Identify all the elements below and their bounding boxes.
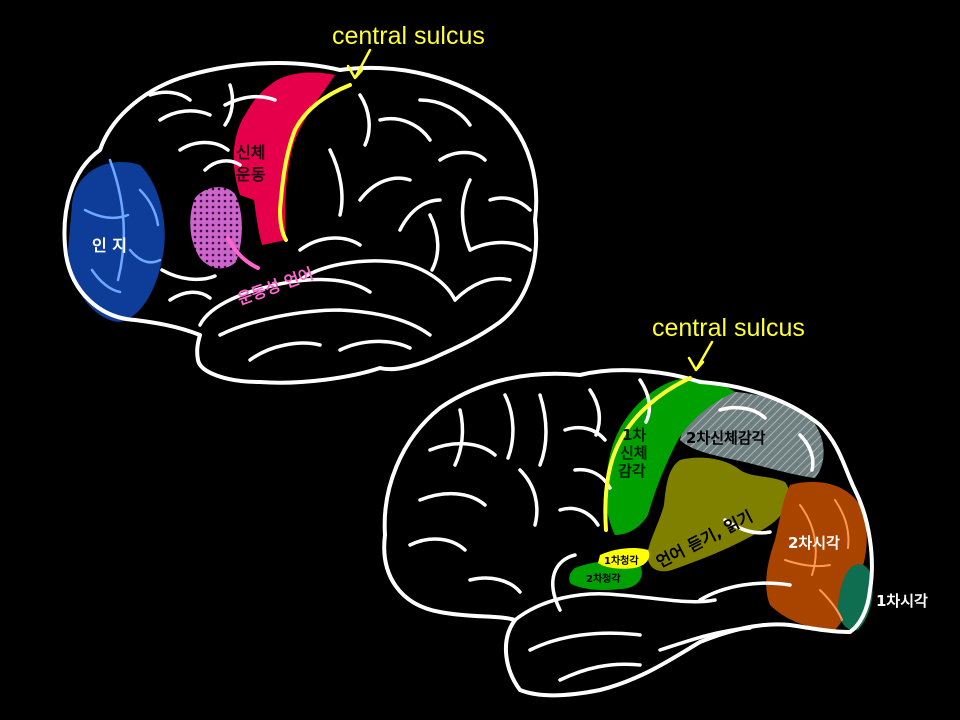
region-motor-speech — [190, 187, 242, 269]
region-cognition — [68, 161, 165, 322]
primary-auditory-label: 1차청각 — [604, 554, 639, 567]
top-brain: central sulcus 인 지 신체 운동 운동성 언어 — [62, 22, 539, 385]
primary-somatosensory-line3: 감각 — [618, 462, 646, 480]
visual-streaks — [784, 499, 850, 621]
primary-somatosensory-line1: 1차 — [622, 426, 646, 444]
top-central-sulcus-label: central sulcus — [332, 22, 485, 50]
bottom-brain-gyri — [408, 378, 815, 682]
cognition-label: 인 지 — [92, 236, 127, 255]
motor-speech-pointer — [226, 236, 260, 270]
bottom-central-sulcus-label: central sulcus — [652, 314, 805, 342]
bottom-brain: central sulcus 1차 신체 감각 2차신체감각 언어 듣기, 읽기… — [382, 314, 928, 698]
top-central-sulcus-arrow — [346, 48, 372, 80]
region-language — [647, 457, 790, 572]
bottom-central-sulcus-line — [603, 376, 692, 532]
cognition-streaks — [83, 158, 162, 294]
region-primary-auditory — [598, 547, 650, 569]
region-body-motor — [233, 72, 335, 245]
primary-visual-label: 1차시각 — [876, 592, 928, 610]
top-central-sulcus-line — [277, 83, 352, 242]
secondary-visual-label: 2차시각 — [788, 534, 840, 552]
top-brain-gyri — [148, 83, 532, 362]
secondary-auditory-label: 2차청각 — [586, 572, 621, 585]
secondary-somatosensory-label: 2차신체감각 — [686, 429, 766, 447]
top-brain-outline — [62, 61, 539, 385]
bottom-central-sulcus-arrow — [687, 340, 714, 372]
region-secondary-somatosensory — [680, 391, 824, 478]
body-motor-label-line1: 신체 — [236, 143, 265, 162]
body-motor-label-line2: 운동 — [236, 165, 266, 184]
motor-speech-label: 운동성 언어 — [235, 264, 316, 309]
primary-somatosensory-line2: 신체 — [620, 444, 648, 462]
